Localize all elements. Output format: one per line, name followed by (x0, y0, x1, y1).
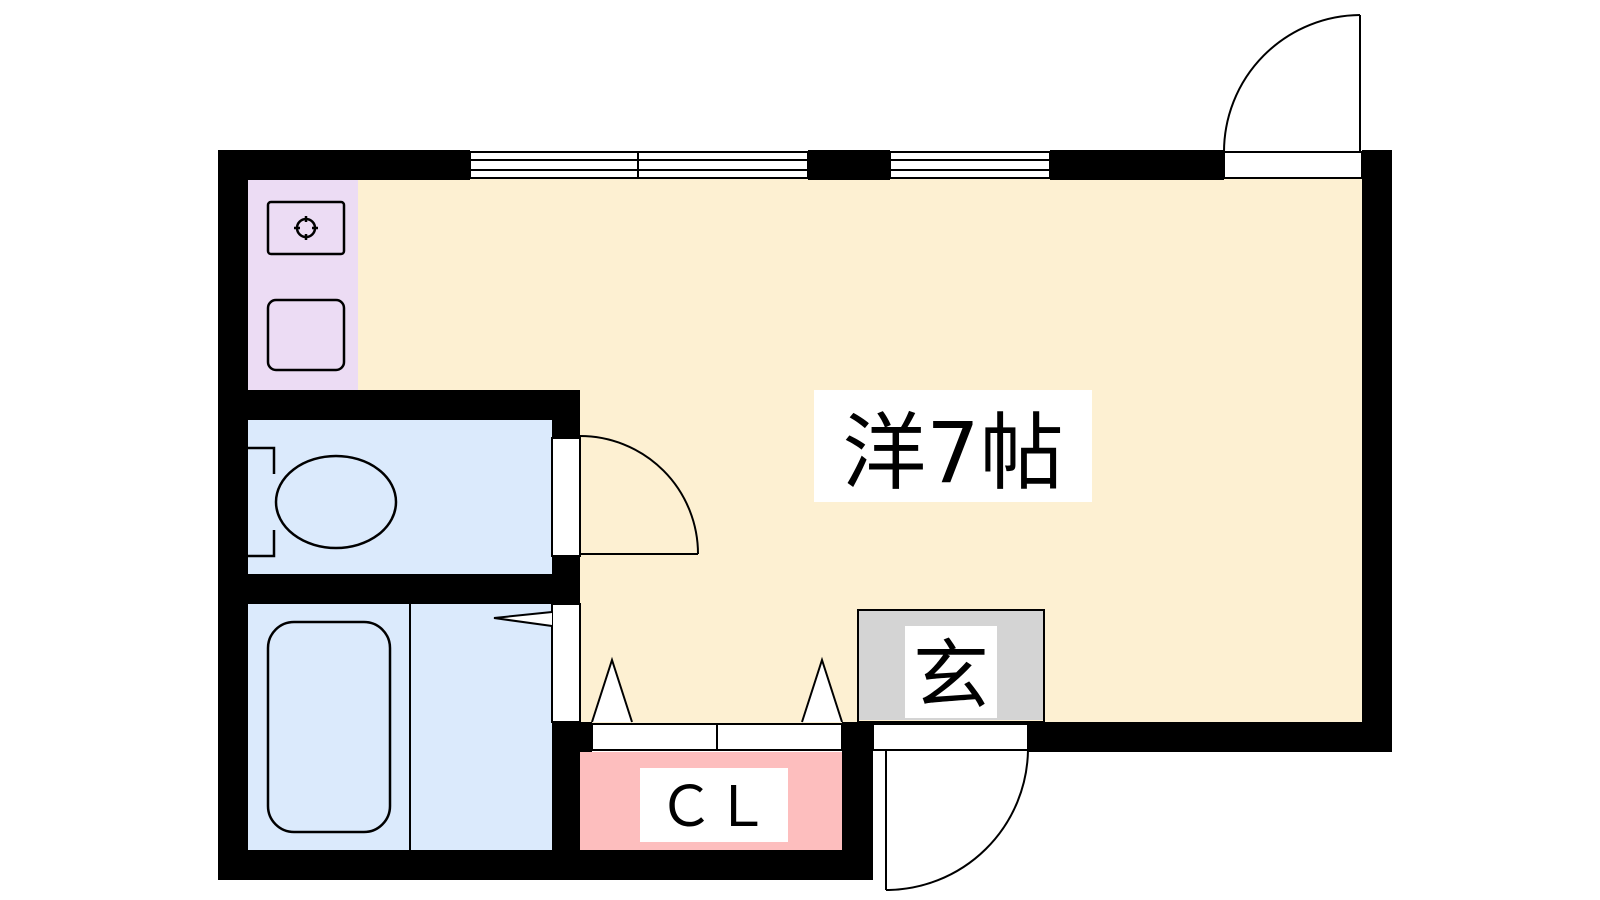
walls (218, 150, 1392, 880)
closet-label: ＣＬ (658, 775, 770, 840)
kitchen-stove (266, 200, 346, 256)
wall-left (218, 150, 248, 880)
wall-toilet-right-upper (552, 390, 580, 438)
bathroom-floor (246, 604, 552, 850)
main-room-label-bg (814, 390, 1092, 502)
toilet-floor (246, 420, 552, 574)
entrance-label-bg (905, 626, 997, 718)
wall-top-left (218, 150, 470, 180)
bathtub (266, 620, 392, 834)
top-window-right (889, 151, 1051, 179)
toilet-door (551, 435, 699, 557)
kitchen-sink (266, 298, 346, 372)
wall-toilet-right-lower (552, 556, 580, 604)
wall-right (1362, 150, 1392, 750)
wall-top-middle (808, 150, 890, 180)
wall-toilet-top (218, 390, 580, 420)
toilet-fixture (248, 446, 398, 558)
top-window-left (469, 151, 809, 179)
wall-bottom-left (218, 850, 873, 880)
wall-closet-right (842, 722, 873, 880)
wall-top-right (1050, 150, 1224, 180)
closet-doors (591, 656, 843, 751)
kitchen-floor (246, 178, 358, 390)
entrance-outline (857, 609, 1045, 723)
main-room-label: 洋7帖 (842, 404, 1063, 502)
wall-toilet-bath (218, 574, 580, 604)
entrance-label: 玄 (913, 631, 989, 720)
entrance-door (872, 723, 1029, 891)
bath-sliding-door (493, 603, 581, 723)
closet-label-bg (640, 768, 788, 842)
balcony-door (1223, 14, 1363, 179)
wall-bottom-right (1028, 722, 1392, 752)
wall-closet-top-left (552, 722, 592, 752)
